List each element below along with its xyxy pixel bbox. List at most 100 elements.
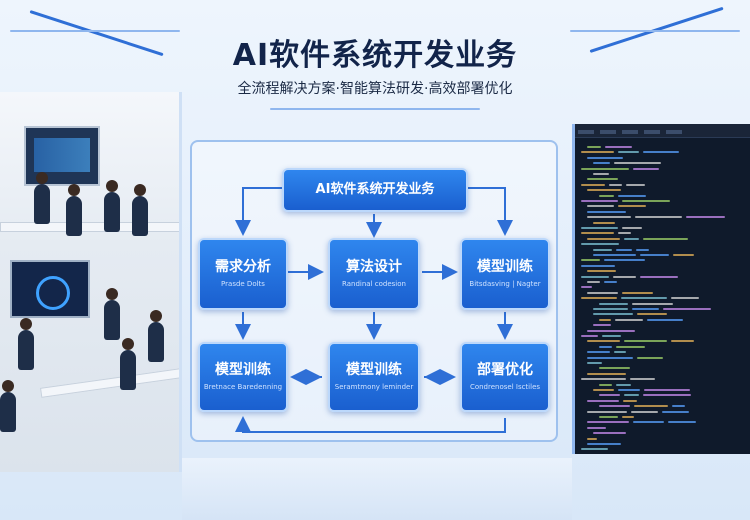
code-line-segment [621,297,667,300]
code-line-segment [637,356,663,359]
code-line-segment [613,275,636,278]
desk-lower [39,368,179,398]
top-left-accent-line-2 [10,30,180,32]
code-line-segment [647,318,683,321]
person-figure [66,184,82,236]
code-line-segment [626,183,645,186]
code-line-segment [587,362,602,364]
flow-node-algorithm: 算法设计 Randinal codesion [328,238,420,310]
code-line-segment [581,448,608,451]
code-line-segment [587,372,626,375]
code-line-segment [581,378,626,381]
code-line-segment [581,335,598,337]
code-line-segment [581,286,592,289]
code-line-segment [602,335,621,337]
code-line-segment [643,237,688,240]
top-right-accent-line-2 [570,30,740,32]
code-line-segment [632,308,659,310]
code-line-segment [587,237,620,240]
code-line-segment [581,167,629,170]
code-line-segment [662,410,689,413]
code-line-segment [593,313,633,316]
code-line-segment [640,275,678,278]
code-line-segment [632,302,673,305]
person-figure [120,338,136,390]
code-line-segment [640,254,669,256]
person-figure [18,318,34,370]
code-line-segment [587,178,618,181]
person-figure [104,288,120,340]
code-line-segment [581,297,617,300]
flow-node-deployment: 部署优化 Condrenosel Isctiles [460,342,550,412]
code-line-segment [587,410,627,413]
code-line-segment [686,216,725,219]
person-figure [148,310,164,362]
code-line-segment [604,281,617,283]
code-line-segment [635,216,682,219]
code-editor-panel [572,124,750,454]
desk-upper [0,222,179,232]
code-line-segment [587,216,631,219]
code-line-segment [643,151,679,154]
flow-node-main-label: AI软件系统开发业务 [315,181,435,197]
code-line-segment [605,146,632,148]
code-line-segment [593,324,611,327]
code-line-segment [581,264,615,267]
code-line-segment [618,232,631,235]
code-line-segment [599,367,630,370]
code-line-segment [630,378,655,381]
flow-node-sublabel: Bitsdasving | Nagter [469,279,541,288]
code-line-segment [599,394,620,397]
code-line-segment [587,426,606,429]
code-line-segment [622,200,670,202]
code-line-segment [609,183,622,186]
flow-node-label: 模型训练 [346,362,402,379]
code-line-segment [593,389,614,391]
flow-node-main: AI软件系统开发业务 [282,168,468,212]
code-line-segment [581,227,618,229]
code-line-segment [587,281,600,283]
code-line-segment [593,432,626,435]
flow-node-label: 模型训练 [477,259,533,276]
code-line-segment [622,416,634,418]
flow-node-sublabel: Seramtmony leminder [334,382,414,391]
flow-node-label: 部署优化 [477,362,533,379]
person-figure [34,172,50,224]
code-line-segment [633,167,659,170]
flow-node-label: 需求分析 [215,259,271,276]
code-line-segment [587,340,620,343]
code-line-segment [587,210,626,213]
code-line-segment [634,405,668,408]
code-line-segment [581,243,619,246]
code-line-segment [622,227,642,229]
code-line-segment [599,318,611,321]
code-line-segment [624,340,667,343]
code-line-segment [587,189,621,192]
code-line-segment [581,232,614,235]
code-line-segment [587,437,597,440]
flow-node-label: 模型训练 [215,362,271,379]
code-line-segment [599,416,618,418]
code-line-segment [587,443,621,445]
floor [182,458,572,520]
person-figure [132,184,148,236]
code-line-segment [616,248,632,251]
code-line-segment [599,383,612,386]
code-line-segment [593,308,628,310]
code-line-segment [671,340,694,343]
code-line-segment [581,151,614,154]
code-line-segment [618,205,646,208]
code-line-segment [581,275,609,278]
flow-node-label: 算法设计 [346,259,402,276]
code-line-segment [615,318,643,321]
code-line-segment [623,399,637,402]
code-line-segment [593,248,612,251]
code-line-segment [624,237,639,240]
code-editor-toolbar [575,124,750,138]
code-line-segment [618,151,639,154]
code-line-segment [616,345,645,348]
flow-node-sublabel: Prasde Dolts [221,279,265,288]
code-line-segment [604,259,645,262]
code-line-segment [643,394,691,397]
flow-node-training-3: 模型训练 Seramtmony leminder [328,342,420,412]
